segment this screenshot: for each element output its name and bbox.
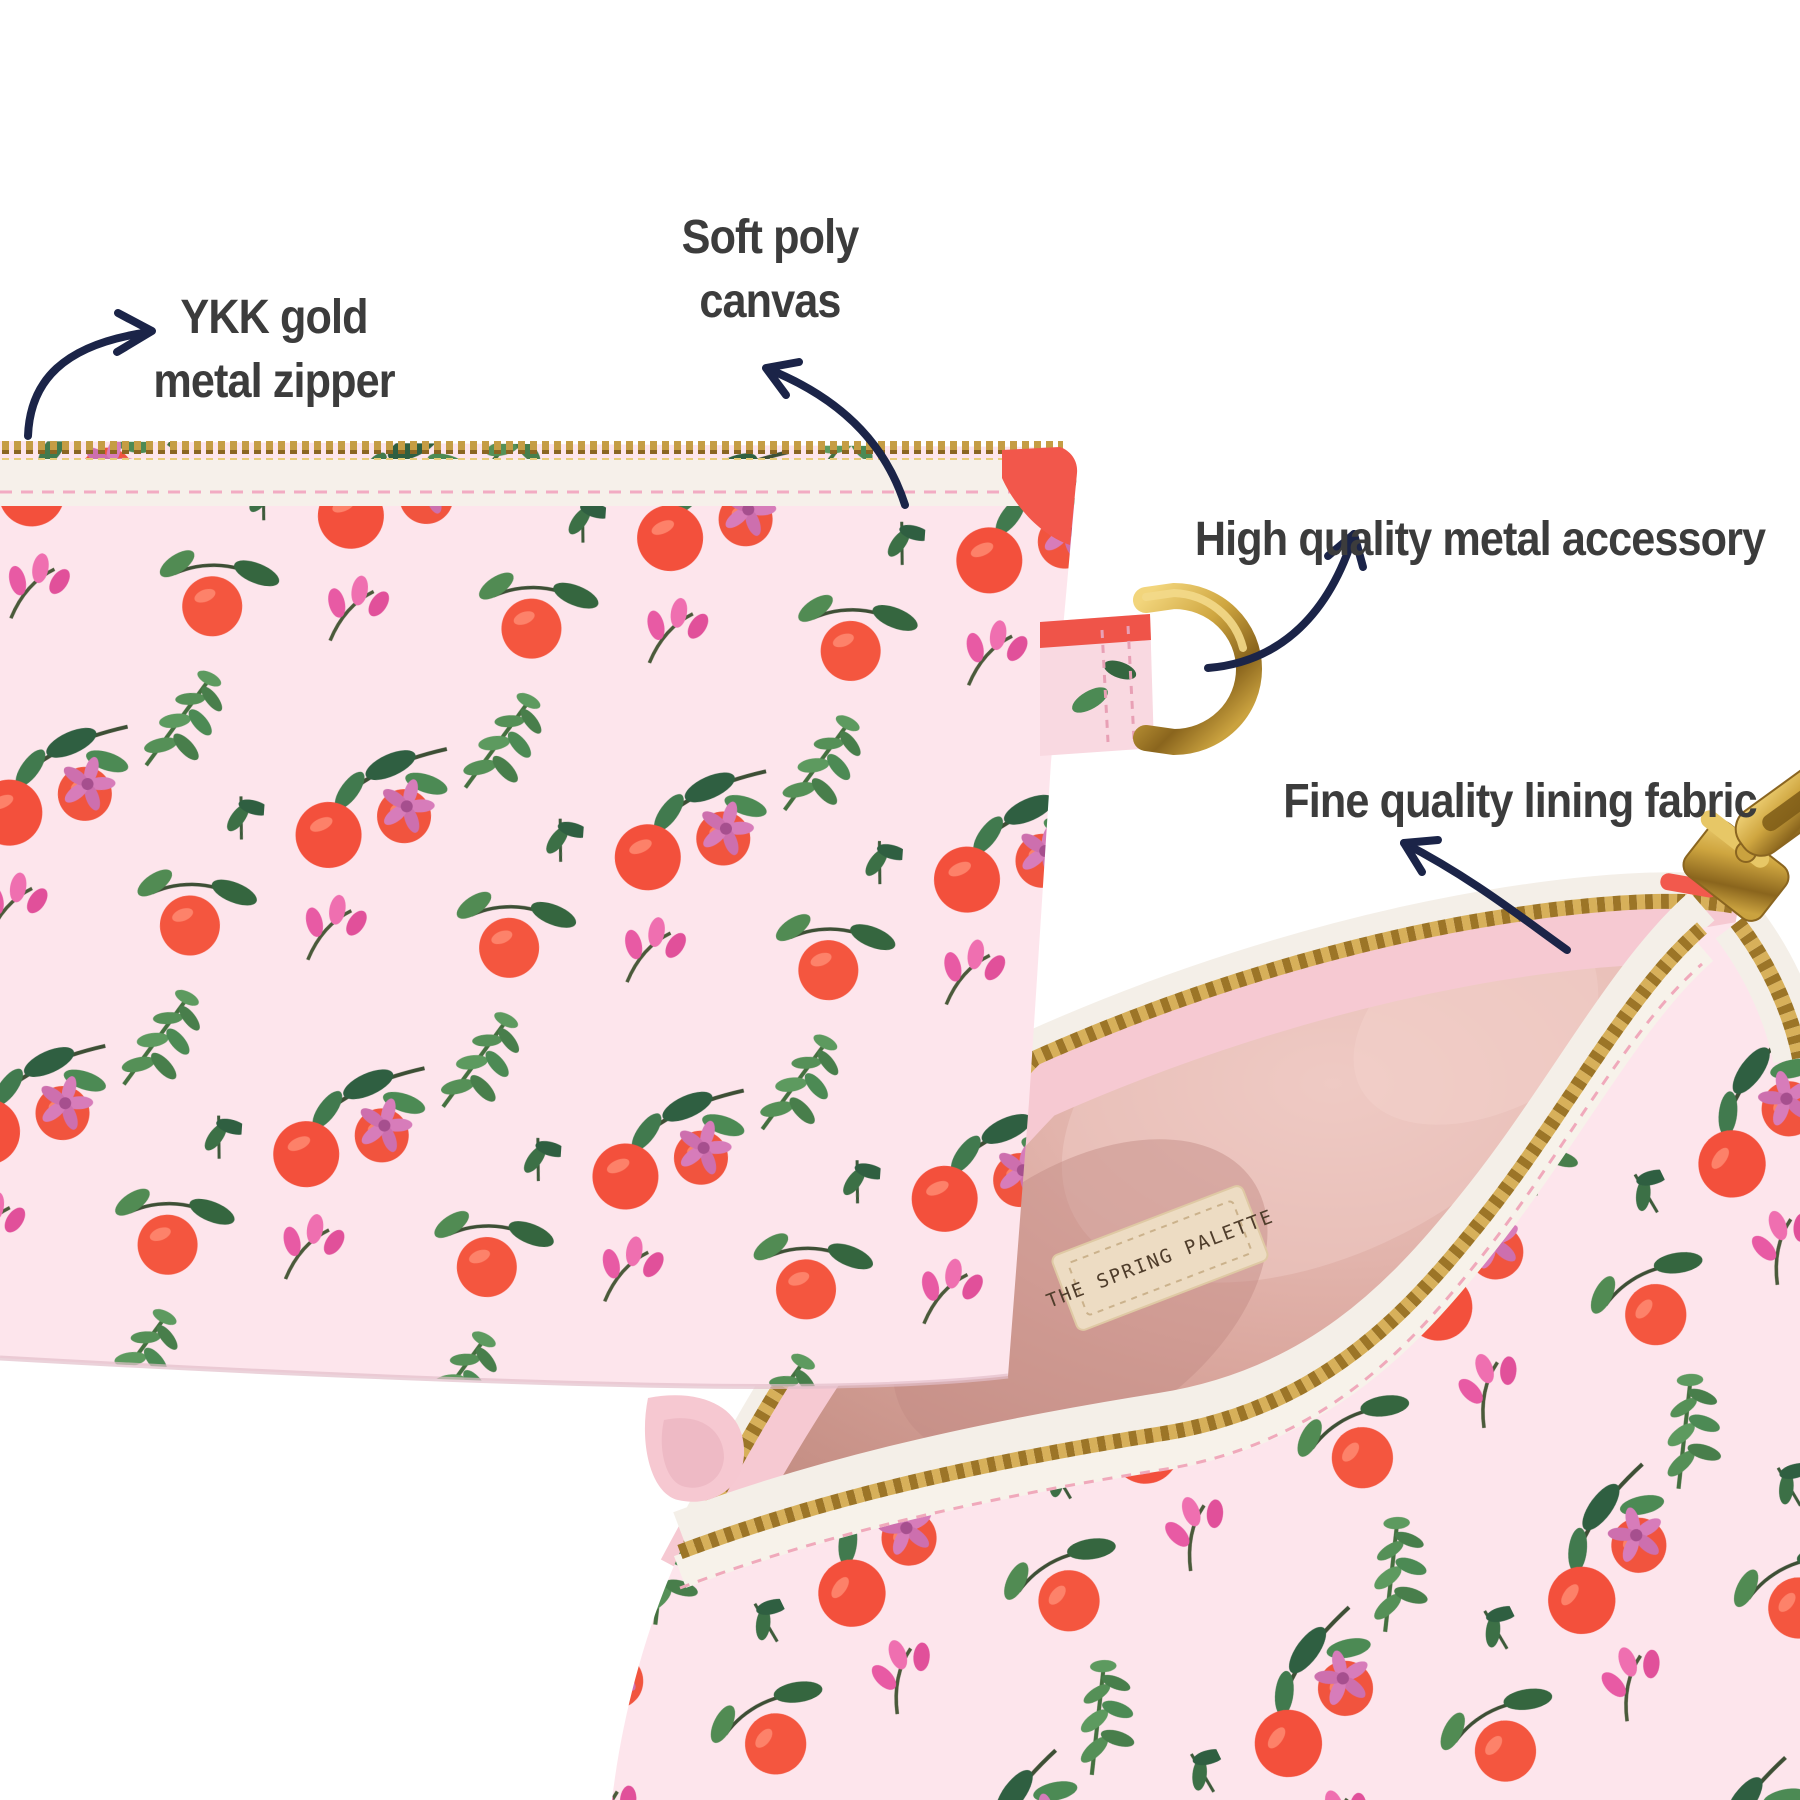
- zipper-teeth-lower: [677, 922, 1707, 1560]
- zipper-slider: [1682, 720, 1800, 922]
- annotation-metal-accessory: High quality metal accessory: [1174, 508, 1786, 572]
- zipper-closed-section: [1715, 905, 1800, 1064]
- annotation-poly-canvas: Soft poly canvas: [590, 206, 950, 334]
- opened-pouch-photo: THE SPRING PALETTE: [612, 720, 1800, 1800]
- annotation-lining-fabric-text: Fine quality lining fabric: [1283, 775, 1757, 828]
- d-ring-tab: [1040, 614, 1154, 756]
- d-ring-assembly: [1040, 582, 1262, 756]
- corner-red-print: [1002, 447, 1078, 545]
- zipper-teeth-top: [0, 441, 1063, 460]
- annotation-ykk-zipper-line2: metal zipper: [153, 355, 395, 408]
- zipper-tape: [0, 459, 1064, 506]
- annotation-ykk-zipper: YKK gold metal zipper: [94, 286, 454, 414]
- annotation-ykk-zipper-line1: YKK gold: [180, 291, 368, 344]
- annotation-lining-fabric: Fine quality lining fabric: [1259, 770, 1781, 834]
- d-ring-icon: [1133, 582, 1262, 756]
- annotation-poly-canvas-line2: canvas: [699, 275, 841, 328]
- pouch-body-canvas: [0, 441, 1078, 1387]
- closed-pouch-photo: [0, 441, 1078, 1389]
- annotation-poly-canvas-line1: Soft poly: [681, 211, 860, 264]
- annotation-metal-accessory-text: High quality metal accessory: [1194, 513, 1766, 566]
- front-panel-canvas: [612, 922, 1800, 1800]
- zipper-pull-tab: [1734, 720, 1800, 857]
